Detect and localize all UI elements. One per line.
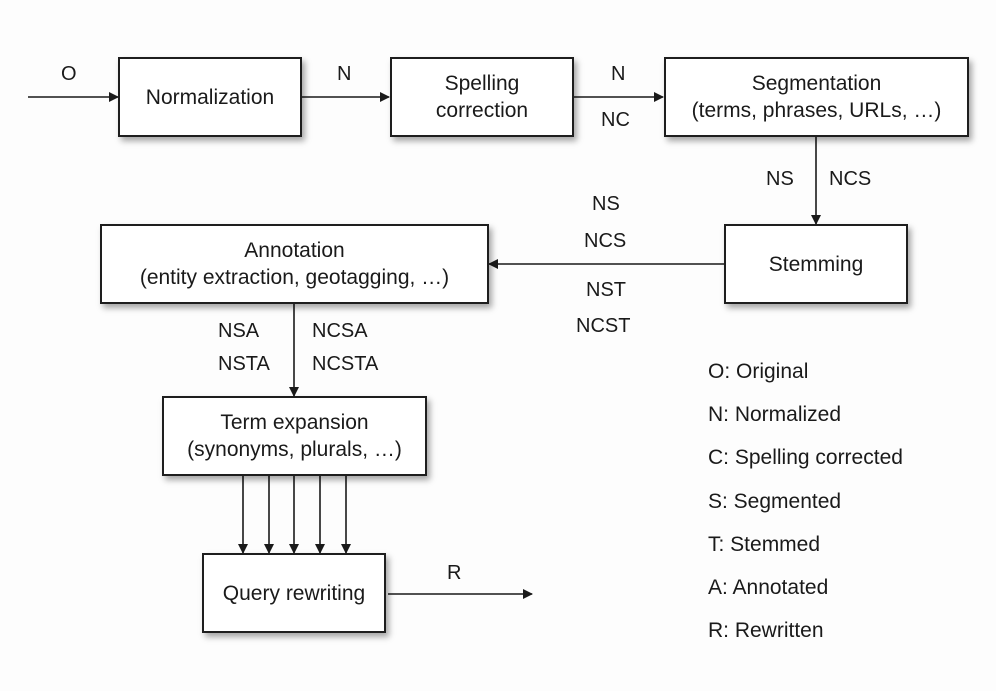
legend-item-rewritten: R: Rewritten xyxy=(708,619,824,643)
legend: O: Original N: Normalized C: Spelling co… xyxy=(708,358,903,660)
stemming-box: Stemming xyxy=(724,224,908,304)
legend-item-segmented: S: Segmented xyxy=(708,489,842,513)
segmentation-title: Segmentation xyxy=(751,72,882,95)
edge-label-annot-to-term-left-1: NSA xyxy=(218,320,260,342)
edge-label-spell-to-seg-bottom: NC xyxy=(601,109,630,131)
edge-label-spell-to-seg-top: N xyxy=(611,63,626,85)
edge-label-output: R xyxy=(447,562,462,584)
edge-label-annot-to-term-right-2: NCSTA xyxy=(312,353,379,375)
spelling-correction-box: Spelling correction xyxy=(390,57,574,137)
annotation-subtitle: (entity extraction, geotagging, …) xyxy=(139,266,450,289)
edge-label-stem-to-annot-3: NST xyxy=(586,279,626,301)
edge-label-input: O xyxy=(61,63,77,85)
legend-item-normalized: N: Normalized xyxy=(708,403,842,427)
spelling-label-line2: correction xyxy=(435,99,529,122)
edge-label-norm-to-spell: N xyxy=(337,63,352,85)
term-expansion-box: Term expansion (synonyms, plurals, …) xyxy=(162,396,427,476)
query-rewriting-label: Query rewriting xyxy=(222,581,366,605)
legend-item-original: O: Original xyxy=(708,360,809,383)
edge-label-annot-to-term-left-2: NSTA xyxy=(218,353,270,375)
annotation-title: Annotation xyxy=(244,239,345,262)
query-rewriting-box: Query rewriting xyxy=(202,553,386,633)
term-expansion-title: Term expansion xyxy=(220,411,369,434)
edge-label-seg-to-stem-right: NCS xyxy=(829,168,872,190)
spelling-label-line1: Spelling xyxy=(444,72,520,95)
edge-label-stem-to-annot-4: NCST xyxy=(576,315,631,337)
normalization-label: Normalization xyxy=(145,85,275,109)
segmentation-subtitle: (terms, phrases, URLs, …) xyxy=(691,99,942,122)
edge-label-annot-to-term-right-1: NCSA xyxy=(312,320,368,342)
segmentation-box: Segmentation (terms, phrases, URLs, …) xyxy=(664,57,969,137)
edge-label-stem-to-annot-1: NS xyxy=(592,193,620,215)
stemming-label: Stemming xyxy=(768,252,864,276)
legend-item-spelling-corrected: C: Spelling corrected xyxy=(708,446,903,470)
legend-item-annotated: A: Annotated xyxy=(708,575,829,599)
edge-label-stem-to-annot-2: NCS xyxy=(584,230,627,252)
term-expansion-subtitle: (synonyms, plurals, …) xyxy=(187,438,402,461)
normalization-box: Normalization xyxy=(118,57,302,137)
edge-label-seg-to-stem-left: NS xyxy=(766,168,794,190)
legend-item-stemmed: T: Stemmed xyxy=(708,532,821,556)
annotation-box: Annotation (entity extraction, geotaggin… xyxy=(100,224,489,304)
